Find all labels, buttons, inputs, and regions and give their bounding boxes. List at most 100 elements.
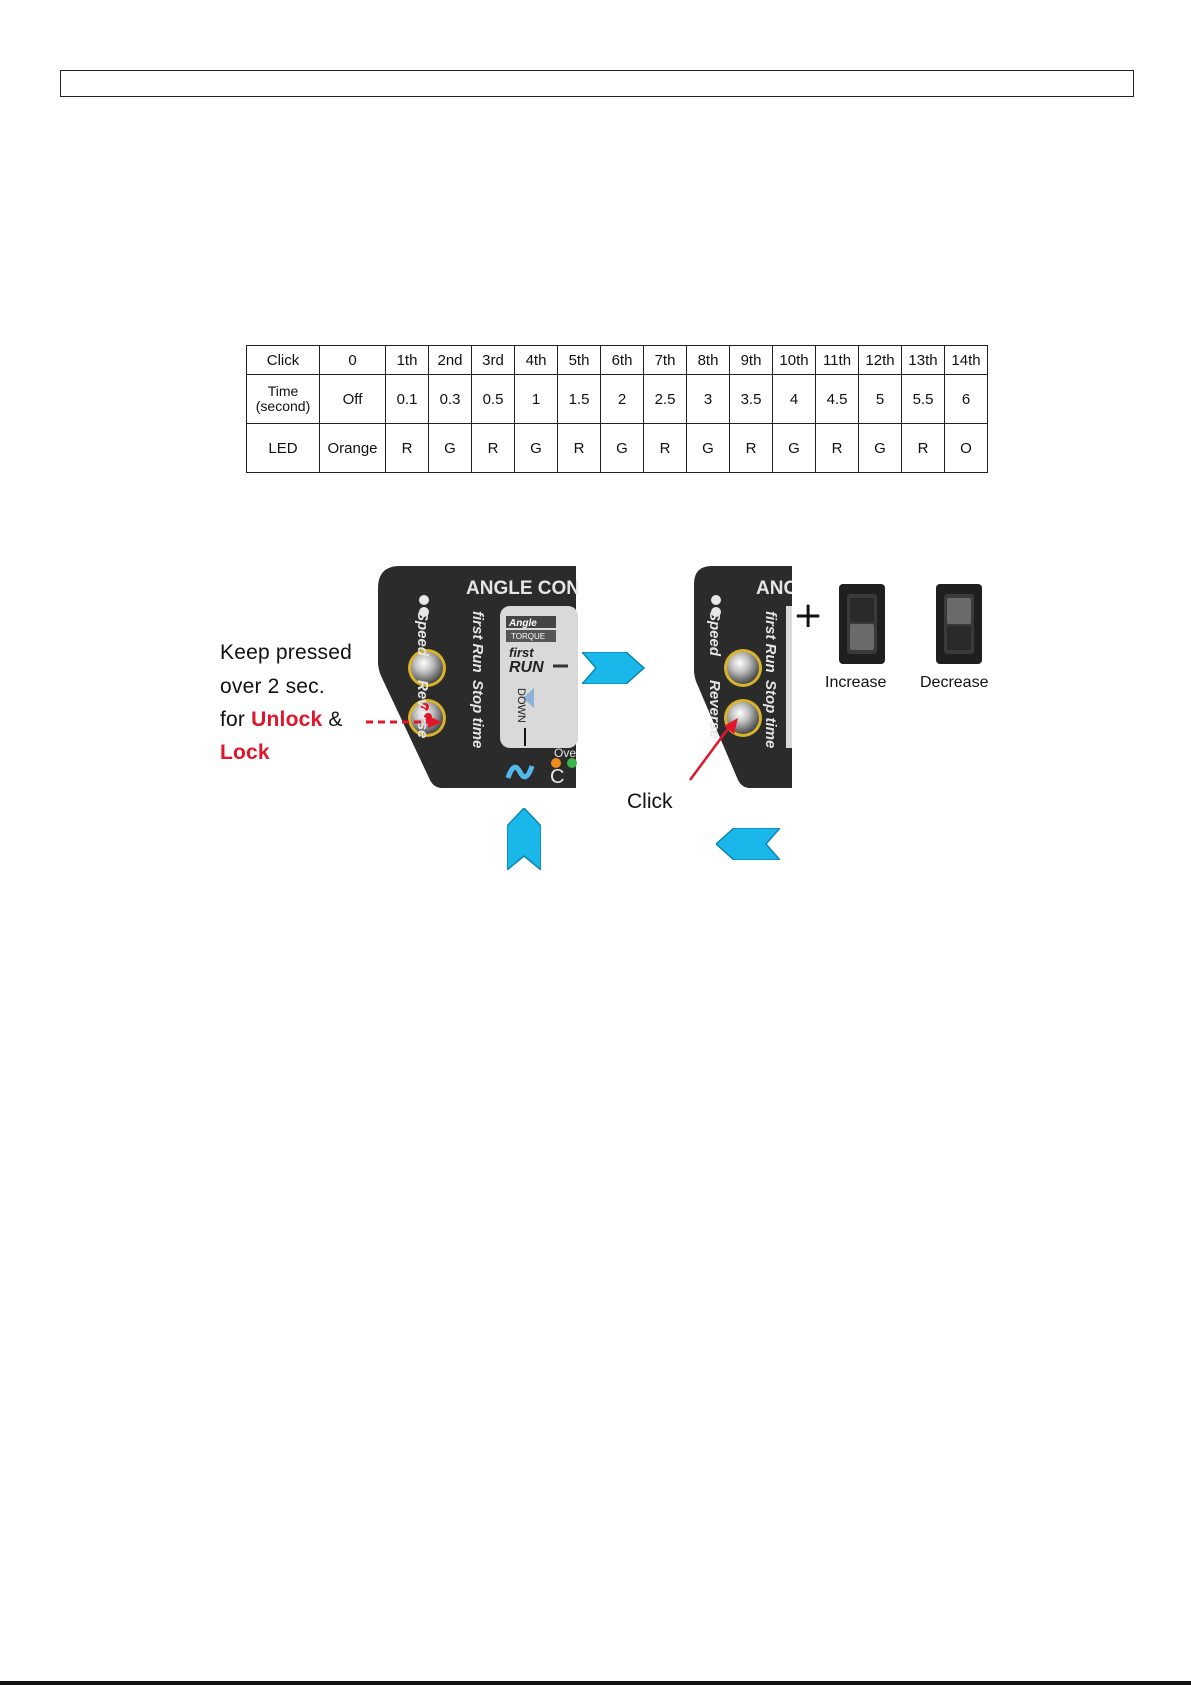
table-cell: G (428, 423, 472, 473)
table-cell: 1 (514, 374, 558, 424)
right-panel-title: ANC (756, 578, 792, 599)
right-speed-label: Speed (706, 611, 723, 657)
switch-decrease-label: Decrease (920, 674, 989, 691)
left-first-run-label: first Run (469, 611, 486, 673)
right-speed-button[interactable] (727, 652, 759, 684)
table-cell: R (729, 423, 773, 473)
left-reverse-button-marker (421, 703, 429, 711)
table-cell: 1th (385, 345, 429, 375)
row-label-time-line1: Time (267, 383, 299, 399)
table-cell: 5 (858, 374, 902, 424)
run-text: RUN (509, 659, 544, 676)
right-led-dot (711, 595, 721, 605)
bottom-rule (0, 1681, 1191, 1685)
table-cell: R (557, 423, 601, 473)
table-cell: 3.5 (729, 374, 773, 424)
table-cell: 3 (686, 374, 730, 424)
instruction-line-3: for Unlock & (220, 703, 343, 736)
table-cell: G (858, 423, 902, 473)
row-label-click: Click (246, 345, 320, 375)
left-speed-label: Speed (414, 611, 431, 657)
table-row-led: LED Orange R G R G R G R G R G R G R O (246, 423, 988, 473)
table-cell: 0.5 (471, 374, 515, 424)
table-cell: Off (319, 374, 386, 424)
right-stop-time-label: Stop time (762, 680, 779, 748)
torque-badge-text: TORQUE (511, 632, 545, 641)
table-cell: 2 (600, 374, 644, 424)
table-cell: G (600, 423, 644, 473)
down-text: DOWN (515, 688, 527, 723)
switch-decrease-icon (936, 584, 982, 664)
table-cell: 5th (557, 345, 601, 375)
left-speed-button[interactable] (411, 652, 443, 684)
table-cell: G (514, 423, 558, 473)
table-row-time: Time (second) Off 0.1 0.3 0.5 1 1.5 2 2.… (246, 374, 988, 424)
table-cell: 0 (319, 345, 386, 375)
chevron-right-icon (582, 652, 646, 684)
table-cell: 11th (815, 345, 859, 375)
plus-icon: + (793, 595, 824, 636)
wave-icon (505, 764, 535, 780)
header-box (60, 70, 1134, 97)
click-label: Click (627, 790, 673, 813)
table-cell: 6 (944, 374, 988, 424)
table-cell: R (471, 423, 515, 473)
row-label-time-line2: (second) (255, 398, 311, 414)
table-cell: 4.5 (815, 374, 859, 424)
chevron-left-icon (716, 828, 780, 860)
row-label-led: LED (246, 423, 320, 473)
row-label-time: Time (second) (246, 374, 320, 424)
table-cell: 4th (514, 345, 558, 375)
table-cell: G (772, 423, 816, 473)
left-reverse-label: Reverse (414, 680, 431, 738)
click-time-led-table: Click 0 1th 2nd 3rd 4th 5th 6th 7th 8th … (246, 345, 988, 473)
table-cell: 8th (686, 345, 730, 375)
green-led (567, 758, 577, 768)
instruction-line-2: over 2 sec. (220, 675, 325, 698)
right-inner-display-edge (786, 606, 792, 748)
left-led-dot (419, 607, 429, 617)
orange-led (551, 758, 561, 768)
left-stop-time-label: Stop time (469, 680, 486, 748)
table-cell: 14th (944, 345, 988, 375)
table-cell: 10th (772, 345, 816, 375)
right-reverse-label: Reverse (706, 680, 723, 738)
table-cell: 4 (772, 374, 816, 424)
table-cell: 3rd (471, 345, 515, 375)
instruction-for: for (220, 708, 246, 731)
unlock-label: Unlock (251, 708, 323, 731)
table-cell: 0.3 (428, 374, 472, 424)
switch-increase-icon (839, 584, 885, 664)
red-pointer-arrow (688, 718, 738, 781)
torque-badge (506, 630, 556, 642)
table-cell: 13th (901, 345, 945, 375)
chevron-up-icon (507, 808, 541, 870)
table-cell: O (944, 423, 988, 473)
instruction-amp: & (328, 708, 343, 731)
left-panel-title: ANGLE CON (466, 578, 578, 599)
table-cell: 9th (729, 345, 773, 375)
table-cell: Orange (319, 423, 386, 473)
table-cell: 7th (643, 345, 687, 375)
table-cell: 5.5 (901, 374, 945, 424)
table-cell: 12th (858, 345, 902, 375)
right-led-dot (711, 607, 721, 617)
ove-text: Ove (554, 746, 576, 760)
red-dashed-arrow (366, 716, 442, 728)
table-row-click: Click 0 1th 2nd 3rd 4th 5th 6th 7th 8th … (246, 345, 988, 375)
angle-badge-text: Angle (508, 618, 537, 629)
angle-badge (506, 616, 556, 628)
table-cell: R (385, 423, 429, 473)
table-cell: 2.5 (643, 374, 687, 424)
table-cell: 6th (600, 345, 644, 375)
lock-label: Lock (220, 741, 270, 764)
switch-increase-label: Increase (825, 674, 887, 691)
left-arrow-icon (523, 688, 534, 708)
first-text: first (509, 645, 534, 660)
left-control-panel: ANGLE CON Speed Reverse first Run Stop t… (378, 566, 578, 788)
right-control-panel: ANC Speed Reverse first Run Stop time (694, 566, 792, 788)
instruction-line-1: Keep pressed (220, 641, 352, 664)
right-first-run-label: first Run (762, 611, 779, 673)
table-cell: 0.1 (385, 374, 429, 424)
table-cell: G (686, 423, 730, 473)
